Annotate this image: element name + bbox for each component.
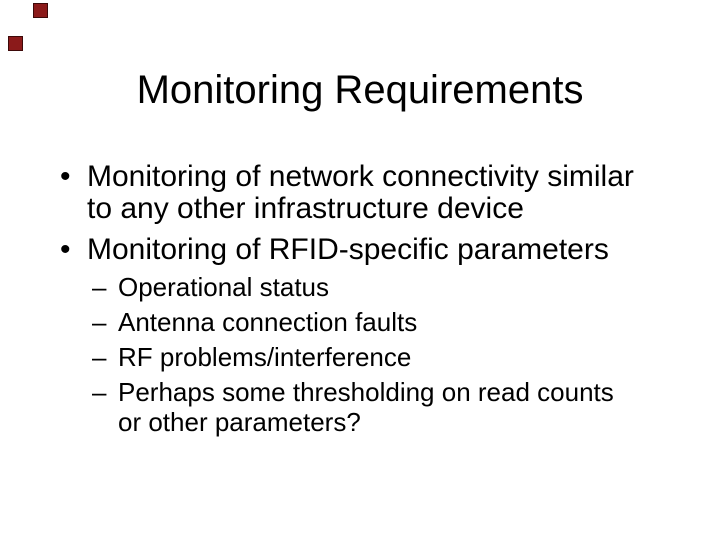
bullet-list: • Monitoring of network connectivity sim… bbox=[54, 161, 654, 438]
bullet-text: Monitoring of RFID-specific parameters bbox=[87, 233, 609, 266]
dash-marker: – bbox=[92, 342, 107, 372]
bullet-text: Monitoring of network connectivity simil… bbox=[87, 160, 634, 225]
dash-marker: – bbox=[92, 272, 107, 302]
dash-marker: – bbox=[92, 307, 107, 337]
bullet-item: • Monitoring of network connectivity sim… bbox=[54, 161, 654, 225]
slide-title: Monitoring Requirements bbox=[136, 68, 584, 112]
bullet-item: • Monitoring of RFID-specific parameters bbox=[54, 234, 654, 266]
sub-bullet-item: – RF problems/interference bbox=[54, 342, 654, 372]
sub-bullet-text: Perhaps some thresholding on read counts… bbox=[118, 377, 614, 437]
sub-bullet-text: Antenna connection faults bbox=[118, 307, 418, 337]
dash-marker: – bbox=[92, 377, 107, 407]
bullet-marker: • bbox=[60, 160, 71, 193]
sub-bullet-item: – Operational status bbox=[54, 272, 654, 302]
sub-bullet-list: – Operational status – Antenna connectio… bbox=[54, 272, 654, 437]
decor-square-left bbox=[8, 36, 23, 51]
sub-bullet-item: – Perhaps some thresholding on read coun… bbox=[54, 377, 654, 437]
sub-bullet-text: Operational status bbox=[118, 272, 330, 302]
decor-square-top bbox=[33, 3, 48, 18]
bullet-marker: • bbox=[60, 233, 71, 266]
sub-bullet-text: RF problems/interference bbox=[118, 342, 412, 372]
sub-bullet-item: – Antenna connection faults bbox=[54, 307, 654, 337]
